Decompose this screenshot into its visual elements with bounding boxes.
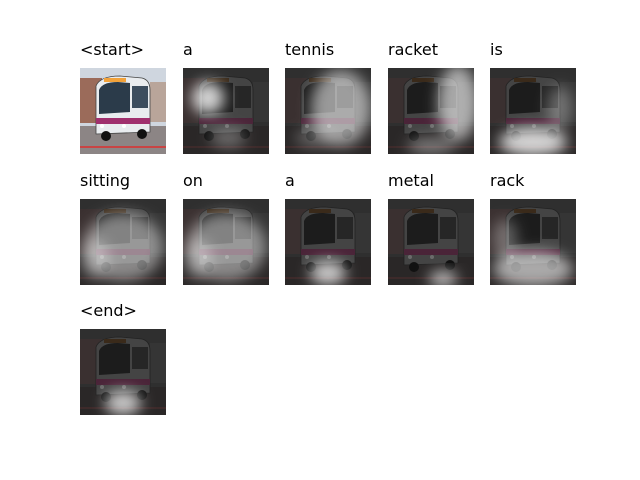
caption-word: a — [183, 40, 193, 59]
input-image — [80, 68, 166, 154]
caption-word: is — [490, 40, 503, 59]
attention-map — [80, 199, 166, 285]
caption-word: on — [183, 171, 203, 190]
attention-map — [183, 68, 269, 154]
caption-word: metal — [388, 171, 434, 190]
caption-word: sitting — [80, 171, 131, 190]
attention-map — [285, 199, 371, 285]
attention-map — [183, 199, 269, 285]
caption-word: a — [285, 171, 295, 190]
caption-word: tennis — [285, 40, 335, 59]
attention-map — [490, 68, 576, 154]
caption-word: racket — [388, 40, 438, 59]
attention-map — [490, 199, 576, 285]
attention-map — [388, 199, 474, 285]
caption-word: <end> — [80, 301, 137, 320]
attention-map — [285, 68, 371, 154]
caption-word: <start> — [80, 40, 145, 59]
attention-map — [388, 68, 474, 154]
attention-map — [80, 329, 166, 415]
caption-word: rack — [490, 171, 525, 190]
